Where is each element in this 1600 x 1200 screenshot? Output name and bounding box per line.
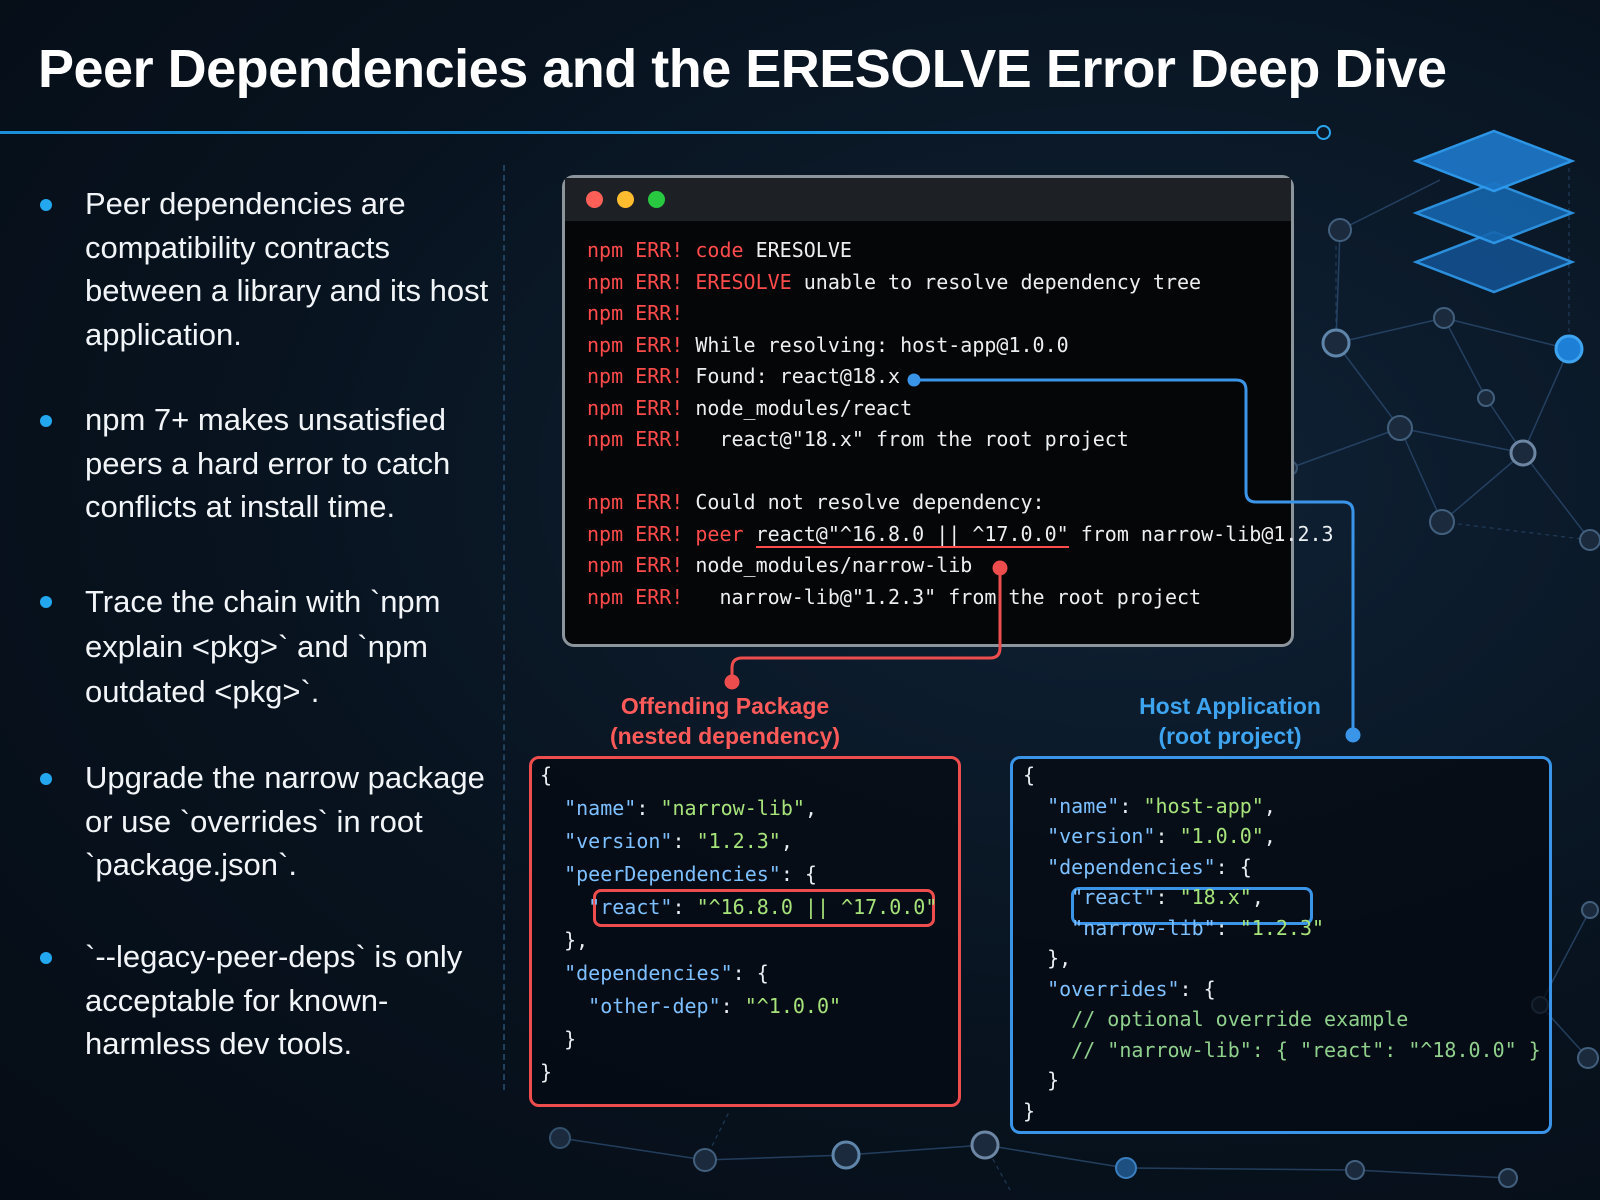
error-keyword: code <box>695 238 744 262</box>
json-line: "dependencies": { <box>1047 854 1252 879</box>
json-line: } <box>1023 1098 1036 1123</box>
maximize-window-icon[interactable] <box>648 191 665 208</box>
bullet-text: Trace the chain with `npm explain <pkg>`… <box>85 584 441 709</box>
terminal-line: npm ERR! While resolving: host-app@1.0.0 <box>587 333 1069 357</box>
terminal-spacer <box>744 522 756 546</box>
bullet-text: npm 7+ makes unsatisfied peers a hard er… <box>85 402 451 524</box>
bullet-dot-icon <box>40 199 52 211</box>
stacked-layers-icon <box>1412 129 1576 294</box>
json-line: "peerDependencies": { <box>564 862 817 886</box>
terminal-line-text: While resolving: host-app@1.0.0 <box>695 332 1069 357</box>
host-label-line1: Host Application <box>1139 693 1321 719</box>
terminal-line: npm ERR! code ERESOLVE <box>587 238 852 262</box>
host-application-label: Host Application (root project) <box>1085 691 1375 751</box>
json-line: "version": "1.2.3", <box>564 829 793 853</box>
page-title: Peer Dependencies and the ERESOLVE Error… <box>38 39 1447 99</box>
bullet-dot-icon <box>40 415 52 427</box>
terminal-line-text: react@"18.x" from the root project <box>695 427 1129 451</box>
minimize-window-icon[interactable] <box>617 191 634 208</box>
bullet-text: Upgrade the narrow package or use `overr… <box>85 760 485 882</box>
json-line: // optional override example <box>1023 1007 1409 1031</box>
terminal-line: npm ERR! Found: react@18.x <box>587 364 900 388</box>
json-line: "name": "narrow-lib", <box>564 796 817 820</box>
json-line: // "narrow-lib": { "react": "^18.0.0" } <box>1023 1037 1541 1062</box>
bullet-dot-icon <box>40 952 52 964</box>
json-line: { <box>1023 763 1036 787</box>
terminal-line: npm ERR! <box>587 301 683 325</box>
terminal-line-text: Could not resolve dependency: <box>695 490 1045 514</box>
bullet-dot-icon <box>40 773 52 785</box>
offending-label-line1: Offending Package <box>620 693 830 719</box>
host-label-line2: (root project) <box>1158 723 1302 749</box>
peer-range-highlight <box>593 889 935 927</box>
title-underline <box>0 131 1316 134</box>
terminal-line: npm ERR! ERESOLVE unable to resolve depe… <box>587 270 1201 294</box>
terminal-title-bar <box>565 178 1291 221</box>
terminal-line: npm ERR! node_modules/narrow-lib <box>587 553 972 577</box>
bullet-dot-icon <box>40 596 52 608</box>
react-version-highlight <box>1071 887 1313 925</box>
error-prefix: npm ERR! <box>587 395 684 420</box>
bullet-text: Peer dependencies are compatibility cont… <box>85 186 489 352</box>
host-application-json-box: { "name": "host-app", "version": "1.0.0"… <box>1010 756 1552 1134</box>
offending-label-line2: (nested dependency) <box>609 723 841 749</box>
json-line: "react": "18.x", <box>1071 885 1264 909</box>
error-prefix: npm ERR! <box>587 584 684 609</box>
bullet-text: `--legacy-peer-deps` is only acceptable … <box>85 939 463 1061</box>
error-prefix: npm ERR! <box>587 521 684 546</box>
json-line: } <box>1023 1068 1060 1092</box>
error-prefix: npm ERR! <box>587 553 684 577</box>
json-line: "dependencies": { <box>564 961 769 985</box>
terminal-line-text: unable to resolve dependency tree <box>791 269 1202 294</box>
json-line: "name": "host-app", <box>1047 793 1276 818</box>
close-window-icon[interactable] <box>586 191 603 208</box>
json-line: "narrow-lib": "1.2.3" <box>1071 915 1325 940</box>
json-line: }, <box>540 928 589 952</box>
terminal-line-text: narrow-lib@"1.2.3" from the root project <box>695 584 1202 609</box>
conflicting-peer-range: react@"^16.8.0 || ^17.0.0" <box>755 521 1069 548</box>
error-keyword: peer <box>695 521 744 546</box>
error-prefix: npm ERR! <box>587 364 684 388</box>
offending-package-json-box: { "name": "narrow-lib", "version": "1.2.… <box>529 756 961 1107</box>
json-line: } <box>540 1060 553 1084</box>
terminal-line: npm ERR! narrow-lib@"1.2.3" from the roo… <box>587 585 1201 609</box>
column-divider <box>503 165 505 1090</box>
json-line: "react": "^16.8.0 || ^17.0.0" <box>588 895 938 919</box>
terminal-line-text: from narrow-lib@1.2.3 <box>1068 521 1334 546</box>
terminal-line-text: Found: react@18.x <box>695 364 901 388</box>
error-keyword: ERESOLVE <box>695 269 792 294</box>
terminal-window: npm ERR! code ERESOLVE npm ERR! ERESOLVE… <box>562 175 1334 647</box>
terminal-line-text: node_modules/narrow-lib <box>695 553 973 577</box>
json-line: "other-dep": "^1.0.0" <box>588 994 842 1018</box>
json-line: "version": "1.0.0", <box>1047 824 1276 848</box>
terminal-line: npm ERR! peer react@"^16.8.0 || ^17.0.0"… <box>587 521 1334 548</box>
error-prefix: npm ERR! <box>587 427 684 451</box>
json-line: } <box>540 1027 577 1051</box>
error-prefix: npm ERR! <box>587 301 684 325</box>
terminal-line-text: ERESOLVE <box>743 238 852 262</box>
error-prefix: npm ERR! <box>587 269 684 294</box>
terminal-line: npm ERR! react@"18.x" from the root proj… <box>587 427 1129 451</box>
title-underline-end-node <box>1316 125 1331 140</box>
offending-package-label: Offending Package (nested dependency) <box>580 691 870 751</box>
json-line: "overrides": { <box>1047 976 1216 1001</box>
terminal-line: npm ERR! Could not resolve dependency: <box>587 490 1045 514</box>
error-prefix: npm ERR! <box>587 238 684 262</box>
error-prefix: npm ERR! <box>587 332 684 357</box>
terminal-line: npm ERR! node_modules/react <box>587 396 912 420</box>
json-line: { <box>540 763 553 787</box>
terminal-line-text: node_modules/react <box>695 395 913 420</box>
json-line: }, <box>1023 946 1072 970</box>
error-prefix: npm ERR! <box>587 490 684 514</box>
